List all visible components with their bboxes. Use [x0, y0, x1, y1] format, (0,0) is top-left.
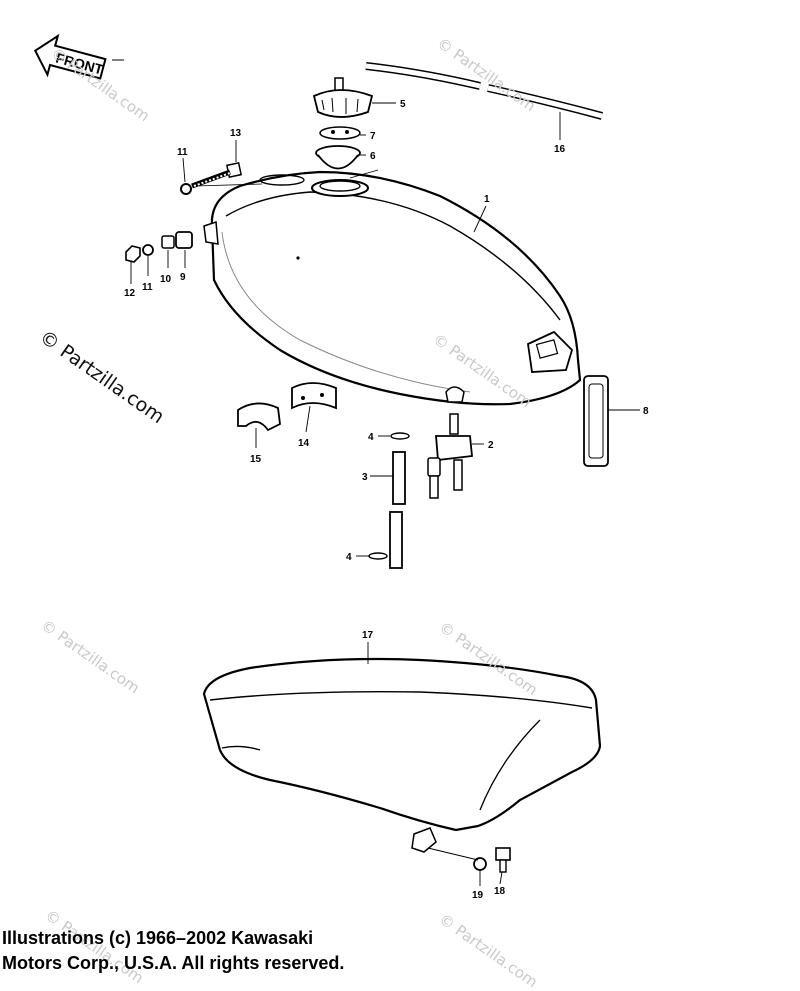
filler-cap — [312, 77, 374, 118]
callout-5: 5 — [400, 99, 406, 110]
copyright-notice: Illustrations (c) 1966–2002 Kawasaki Mot… — [2, 926, 344, 976]
callout-4-upper: 4 — [368, 432, 374, 443]
callout-14: 14 — [298, 438, 310, 449]
breather-hose — [365, 62, 604, 120]
cap-gasket — [315, 145, 361, 170]
hose-clamp-lower — [368, 552, 388, 560]
copyright-line-1: Illustrations (c) 1966–2002 Kawasaki — [2, 928, 314, 948]
callout-16: 16 — [554, 144, 566, 155]
tank-strap — [583, 375, 609, 467]
cushion-14 — [291, 382, 337, 410]
copyright-line-2: Motors Corp., U.S.A. All rights reserved… — [2, 953, 345, 973]
callout-19: 19 — [472, 890, 484, 901]
callout-1: 1 — [484, 194, 490, 205]
fuel-hose — [389, 451, 406, 569]
mount-hardware — [125, 231, 193, 263]
seat — [202, 657, 602, 853]
callout-8: 8 — [643, 406, 649, 417]
callout-4-lower: 4 — [346, 552, 352, 563]
fuel-cock — [427, 413, 473, 499]
callout-3: 3 — [362, 472, 368, 483]
callout-18: 18 — [494, 886, 506, 897]
callout-2: 2 — [488, 440, 494, 451]
callout-10: 10 — [160, 274, 172, 285]
callout-13: 13 — [230, 128, 242, 139]
callout-6: 6 — [370, 151, 376, 162]
callout-12: 12 — [124, 288, 136, 299]
fuel-tank — [203, 170, 582, 406]
callout-7: 7 — [370, 131, 376, 142]
callout-17: 17 — [362, 630, 374, 641]
callout-15: 15 — [250, 454, 262, 465]
hose-clamp-upper — [390, 432, 410, 440]
callout-11-top: 11 — [177, 147, 188, 158]
callout-9: 9 — [180, 272, 186, 283]
bolt-13 — [180, 161, 243, 195]
cap-seal — [319, 126, 361, 140]
cushion-15 — [237, 402, 281, 432]
callout-11: 11 — [142, 282, 153, 293]
leader-lines — [130, 102, 640, 886]
seat-hardware — [473, 847, 511, 873]
